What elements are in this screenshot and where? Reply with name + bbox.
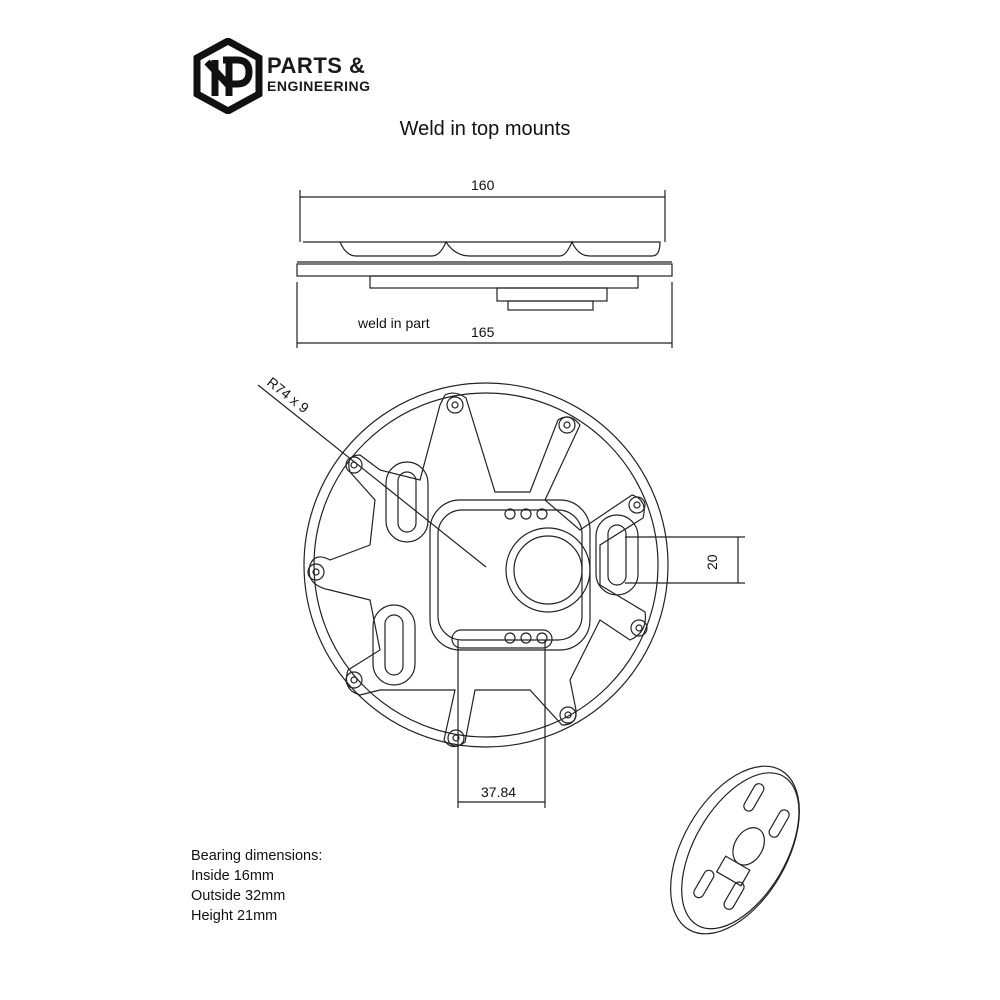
- logo-hexagon-icon: [193, 37, 263, 115]
- notes-heading: Bearing dimensions:: [191, 848, 323, 864]
- note-line: Outside 32mm: [191, 888, 286, 904]
- side-view: [296, 190, 673, 348]
- logo: [193, 37, 263, 119]
- page-title: Weld in top mounts: [399, 118, 571, 140]
- note-line: Inside 16mm: [191, 868, 275, 884]
- dim-160: 160: [471, 177, 495, 193]
- bearing-notes: Bearing dimensions: Inside 16mm Outside …: [191, 846, 322, 926]
- logo-line2: ENGINEERING: [267, 78, 371, 94]
- dim-165: 165: [471, 324, 495, 340]
- note-line: Height 21mm: [191, 908, 278, 924]
- dim-37-84: 37.84: [481, 784, 516, 800]
- logo-line1: PARTS &: [267, 53, 366, 78]
- isometric-view: [670, 765, 800, 935]
- weld-in-part-label: weld in part: [357, 315, 430, 331]
- dim-20: 20: [704, 554, 720, 570]
- top-view: [257, 382, 745, 808]
